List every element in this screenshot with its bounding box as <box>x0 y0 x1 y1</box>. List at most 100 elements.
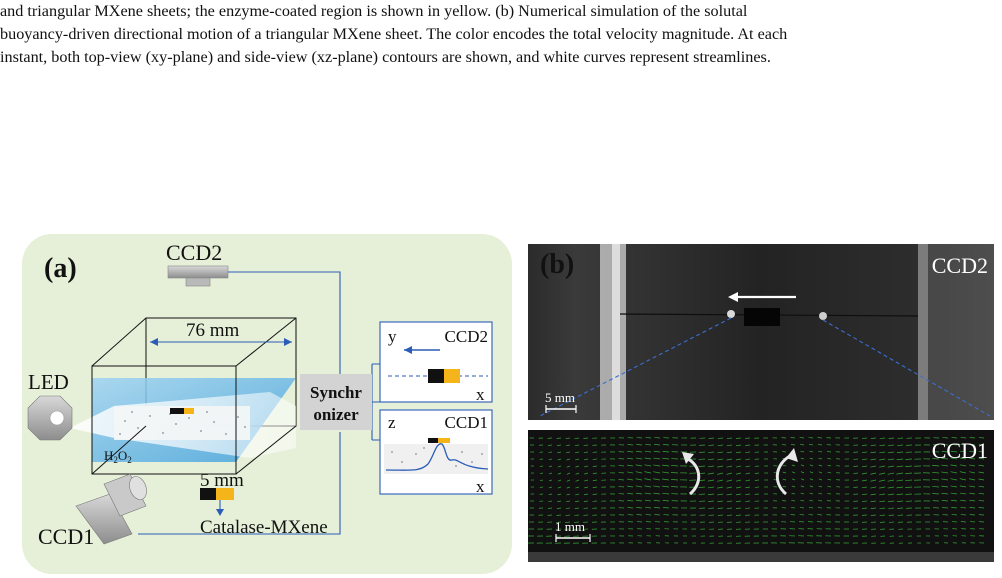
velocity-vector <box>941 457 949 460</box>
catalase-label: Catalase-MXene <box>200 517 328 538</box>
velocity-vector <box>887 493 895 496</box>
velocity-vector <box>557 472 562 475</box>
velocity-vector <box>950 457 958 460</box>
velocity-vector <box>539 472 544 474</box>
velocity-vector <box>978 471 985 474</box>
velocity-vector <box>754 479 760 481</box>
velocity-vector <box>557 458 562 461</box>
velocity-vector <box>950 499 958 502</box>
velocity-vector <box>790 437 796 439</box>
velocity-vector <box>887 458 895 461</box>
velocity-vector <box>960 499 967 502</box>
velocity-vector <box>870 472 877 475</box>
velocity-vector <box>808 506 814 509</box>
velocity-vector <box>574 437 580 439</box>
sheet-scale-label: 5 mm <box>200 470 244 491</box>
velocity-vector <box>809 499 814 502</box>
velocity-vector <box>584 472 589 475</box>
velocity-vector <box>566 458 571 461</box>
velocity-vector <box>735 437 742 439</box>
velocity-vector <box>791 457 796 460</box>
velocity-vector <box>627 457 634 460</box>
velocity-vector <box>635 457 643 460</box>
velocity-vector <box>932 465 940 467</box>
velocity-vector <box>556 507 562 509</box>
velocity-vector <box>745 451 751 453</box>
inset-top-axis-y: y <box>388 327 397 346</box>
velocity-vector <box>800 499 805 502</box>
dimension-arrow <box>150 338 292 346</box>
velocity-vector <box>627 507 634 509</box>
velocity-vector <box>653 499 661 502</box>
velocity-vector <box>950 485 958 488</box>
velocity-vector <box>969 437 976 439</box>
velocity-vector <box>896 458 904 461</box>
velocity-vector <box>653 471 661 474</box>
velocity-vector <box>959 478 967 481</box>
velocity-vector <box>861 472 868 475</box>
velocity-vector <box>618 471 625 474</box>
velocity-vector <box>698 479 706 482</box>
velocity-vector <box>799 437 805 439</box>
velocity-vector <box>896 479 904 482</box>
caption-line-2: buoyancy-driven directional motion of a … <box>0 25 788 43</box>
ccd1-field-camera-label: CCD1 <box>932 438 988 463</box>
velocity-vector <box>941 471 949 474</box>
velocity-vector <box>879 500 886 503</box>
velocity-vector <box>887 486 895 489</box>
velocity-vector <box>645 514 652 516</box>
velocity-vector <box>809 457 814 460</box>
velocity-vector <box>745 458 751 461</box>
velocity-vector <box>879 493 886 496</box>
velocity-vector <box>799 506 805 509</box>
velocity-vector <box>896 493 904 496</box>
velocity-vector <box>960 450 967 453</box>
velocity-vector <box>735 507 742 509</box>
velocity-vector <box>817 507 823 509</box>
velocity-vector <box>932 471 940 474</box>
velocity-vector <box>662 485 670 488</box>
velocity-vector <box>791 471 796 474</box>
velocity-vector <box>627 500 634 502</box>
velocity-vector <box>941 478 949 481</box>
velocity-vector <box>662 500 670 502</box>
velocity-vector <box>887 465 895 468</box>
velocity-vector <box>791 464 796 467</box>
velocity-vector <box>583 458 589 461</box>
inset-side-camera: CCD1 <box>445 413 488 432</box>
velocity-vector <box>645 443 652 446</box>
velocity-vector <box>548 479 553 482</box>
velocity-vector <box>636 437 643 439</box>
inset-top-axis-x: x <box>476 385 485 404</box>
velocity-vector <box>575 465 580 468</box>
velocity-vector <box>870 514 877 516</box>
velocity-vector <box>726 465 733 468</box>
velocity-vector <box>556 437 562 439</box>
velocity-vector <box>566 493 571 496</box>
velocity-vector <box>644 485 652 488</box>
velocity-vector <box>800 464 805 467</box>
inset-side-axis-x: x <box>476 477 485 496</box>
velocity-vector <box>726 444 733 447</box>
velocity-vector <box>726 437 733 439</box>
velocity-vector <box>539 479 544 481</box>
velocity-vector <box>557 451 562 454</box>
velocity-vector <box>653 457 661 460</box>
velocity-vector <box>548 451 553 453</box>
velocity-vector <box>566 472 571 475</box>
velocity-vector <box>818 471 823 474</box>
velocity-vector <box>969 471 976 474</box>
velocity-vector <box>808 437 814 439</box>
velocity-vector <box>726 500 733 503</box>
velocity-vector <box>790 507 796 509</box>
velocity-vector <box>575 486 580 489</box>
velocity-vector <box>735 451 742 454</box>
velocity-vector <box>726 451 733 454</box>
ccd1-wire <box>138 432 341 535</box>
velocity-vector <box>566 486 571 489</box>
velocity-vector <box>566 479 571 482</box>
velocity-vector <box>809 492 814 495</box>
velocity-vector <box>653 450 661 453</box>
velocity-vector <box>548 493 553 496</box>
velocity-vector <box>888 444 895 447</box>
